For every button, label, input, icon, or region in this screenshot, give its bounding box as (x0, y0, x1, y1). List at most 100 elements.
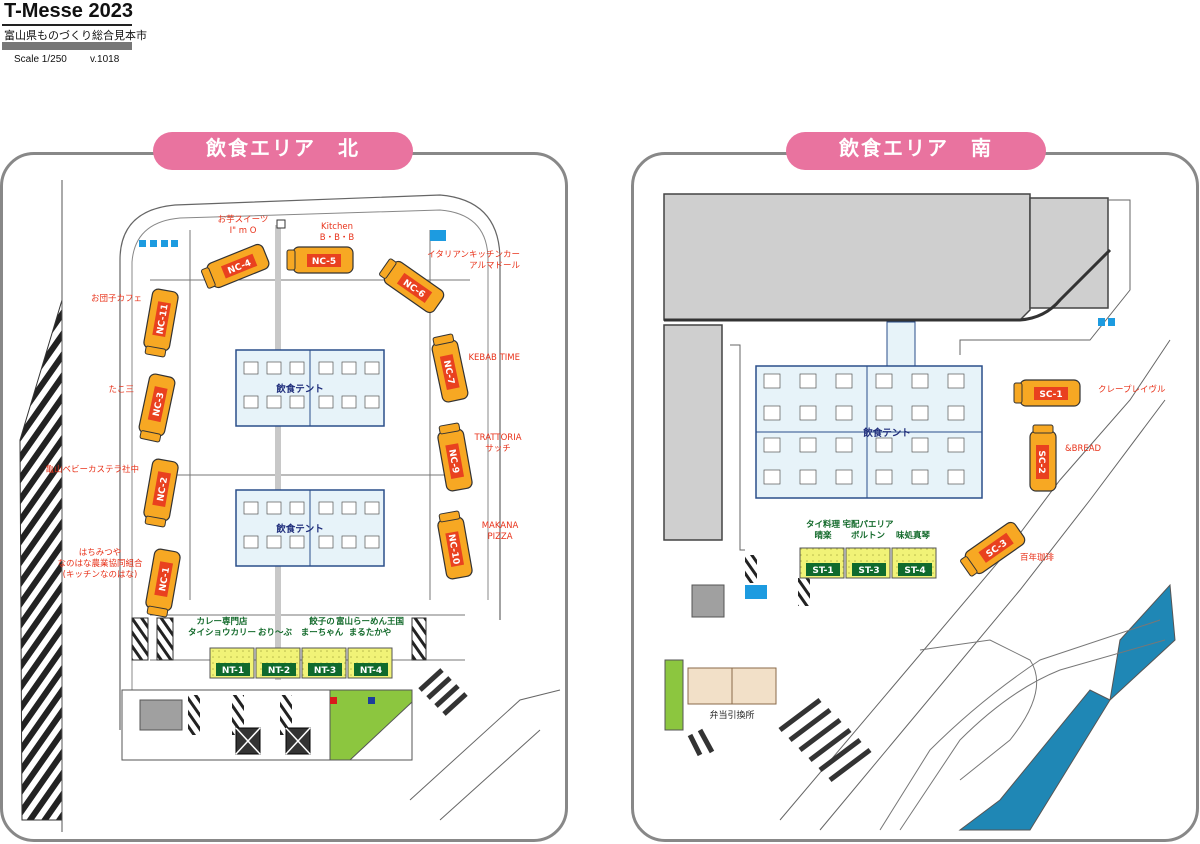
food-truck-nc-1: NC-1 (145, 548, 181, 618)
svg-text:富山らーめん王国: 富山らーめん王国 (336, 616, 404, 627)
svg-text:I" m O: I" m O (230, 226, 257, 236)
svg-text:味処真琴: 味処真琴 (896, 530, 931, 541)
dining-tent-north-1 (235, 349, 385, 427)
svg-text:餃子の: 餃子の (308, 616, 335, 627)
building-top (663, 193, 1031, 321)
svg-text:イタリアンキッチンカー: イタリアンキッチンカー (427, 250, 520, 260)
svg-text:ボルトン: ボルトン (851, 530, 886, 541)
truck-id-label: NC-9 (446, 448, 460, 474)
tent-stall-nt-4: NT-4 (347, 647, 393, 679)
svg-text:PIZZA: PIZZA (487, 532, 512, 542)
truck-id-label: SC-2 (1036, 450, 1046, 473)
food-truck-nc-5: NC-5 (286, 246, 354, 274)
svg-text:百年珈琲: 百年珈琲 (1020, 552, 1055, 563)
food-truck-nc-11: NC-11 (143, 288, 179, 358)
svg-text:タイ料理: タイ料理 (806, 519, 841, 530)
svg-text:TRATTORIA: TRATTORIA (473, 433, 521, 443)
dining-tent-label: 飲食テント (275, 383, 324, 395)
svg-text:まるたかや: まるたかや (349, 627, 392, 638)
bento-exchange (687, 667, 777, 705)
food-truck-nc-2: NC-2 (143, 458, 179, 528)
north-area-title: 飲食エリア 北 (153, 132, 413, 170)
scale-bar (2, 42, 132, 50)
dining-tent-north-2 (235, 489, 385, 567)
svg-text:NT-1: NT-1 (222, 666, 244, 676)
tent-stall-st-3: ST-3 (845, 547, 891, 579)
food-truck-nc-7: NC-7 (431, 333, 469, 403)
dining-tent-south (755, 365, 983, 499)
svg-text:クレープレイヴル: クレープレイヴル (1098, 384, 1166, 395)
vendor-label: お団子カフェ (91, 294, 142, 304)
vendor-label: おり～ぶ (258, 628, 293, 638)
svg-text:まーちゃん: まーちゃん (301, 628, 344, 638)
food-truck-nc-10: NC-10 (437, 510, 473, 580)
svg-text:なのはな農業協同組合: なのはな農業協同組合 (57, 558, 143, 569)
svg-text:おり～ぶ: おり～ぶ (258, 628, 293, 638)
truck-id-label: NC-1 (158, 567, 172, 593)
svg-text:お団子カフェ: お団子カフェ (91, 294, 142, 304)
food-truck-nc-3: NC-3 (138, 373, 176, 443)
truck-id-label: SC-1 (1039, 390, 1062, 400)
svg-text:&BREAD: &BREAD (1065, 444, 1102, 454)
building-left (663, 324, 723, 541)
vendor-label: 味処真琴 (896, 530, 931, 541)
event-title: T-Messe 2023 (4, 0, 133, 22)
svg-text:ST-3: ST-3 (858, 566, 879, 576)
svg-text:NT-2: NT-2 (268, 666, 290, 676)
svg-text:KEBAB TIME: KEBAB TIME (468, 353, 520, 363)
food-truck-sc-1: SC-1 (1013, 379, 1081, 407)
svg-text:たこ三: たこ三 (108, 385, 134, 395)
food-truck-nc-4: NC-4 (200, 243, 270, 289)
svg-text:ST-1: ST-1 (812, 566, 833, 576)
food-truck-sc-3: SC-3 (960, 521, 1026, 577)
version-label: v.1018 (90, 54, 120, 65)
vendor-label: &BREAD (1065, 444, 1102, 454)
svg-text:(キッチンなのはな): (キッチンなのはな) (63, 570, 138, 580)
food-truck-nc-9: NC-9 (437, 422, 473, 492)
tent-stall-st-4: ST-4 (891, 547, 937, 579)
vendor-label: 百年珈琲 (1020, 552, 1055, 563)
svg-text:はちみつや: はちみつや (79, 548, 122, 558)
vendor-label: クレープレイヴル (1098, 384, 1166, 395)
vendor-label: たこ三 (108, 385, 134, 395)
event-subtitle: 富山県ものづくり総合見本市 (4, 29, 147, 42)
truck-id-label: NC-3 (152, 391, 167, 417)
bento-label: 弁当引換所 (709, 709, 754, 721)
river (958, 689, 1111, 831)
svg-text:アルマドール: アルマドール (469, 261, 520, 271)
svg-text:亀山ベビーカステラ社中: 亀山ベビーカステラ社中 (45, 464, 139, 475)
vendor-label: 亀山ベビーカステラ社中 (45, 464, 139, 475)
tent-stall-nt-1: NT-1 (209, 647, 255, 679)
svg-text:お芋スイーツ: お芋スイーツ (218, 215, 269, 225)
dining-tent-label: 飲食テント (275, 523, 324, 535)
svg-text:MAKANA: MAKANA (482, 521, 519, 531)
svg-text:Kitchen: Kitchen (321, 222, 353, 232)
svg-text:サッチ: サッチ (485, 444, 511, 454)
food-truck-nc-6: NC-6 (379, 258, 445, 314)
truck-id-label: NC-5 (312, 257, 336, 267)
title-rule (2, 24, 132, 26)
svg-text:NT-3: NT-3 (314, 666, 336, 676)
svg-text:NT-4: NT-4 (360, 666, 382, 676)
dining-tent-label: 飲食テント (862, 427, 911, 439)
truck-id-label: NC-2 (156, 477, 170, 503)
svg-text:宅配パエリア: 宅配パエリア (842, 519, 894, 530)
svg-text:ST-4: ST-4 (904, 566, 925, 576)
svg-text:B・B・B: B・B・B (320, 233, 355, 243)
svg-text:カレー専門店: カレー専門店 (196, 616, 248, 627)
vendor-label: KEBAB TIME (468, 353, 520, 363)
tent-stall-nt-3: NT-3 (301, 647, 347, 679)
